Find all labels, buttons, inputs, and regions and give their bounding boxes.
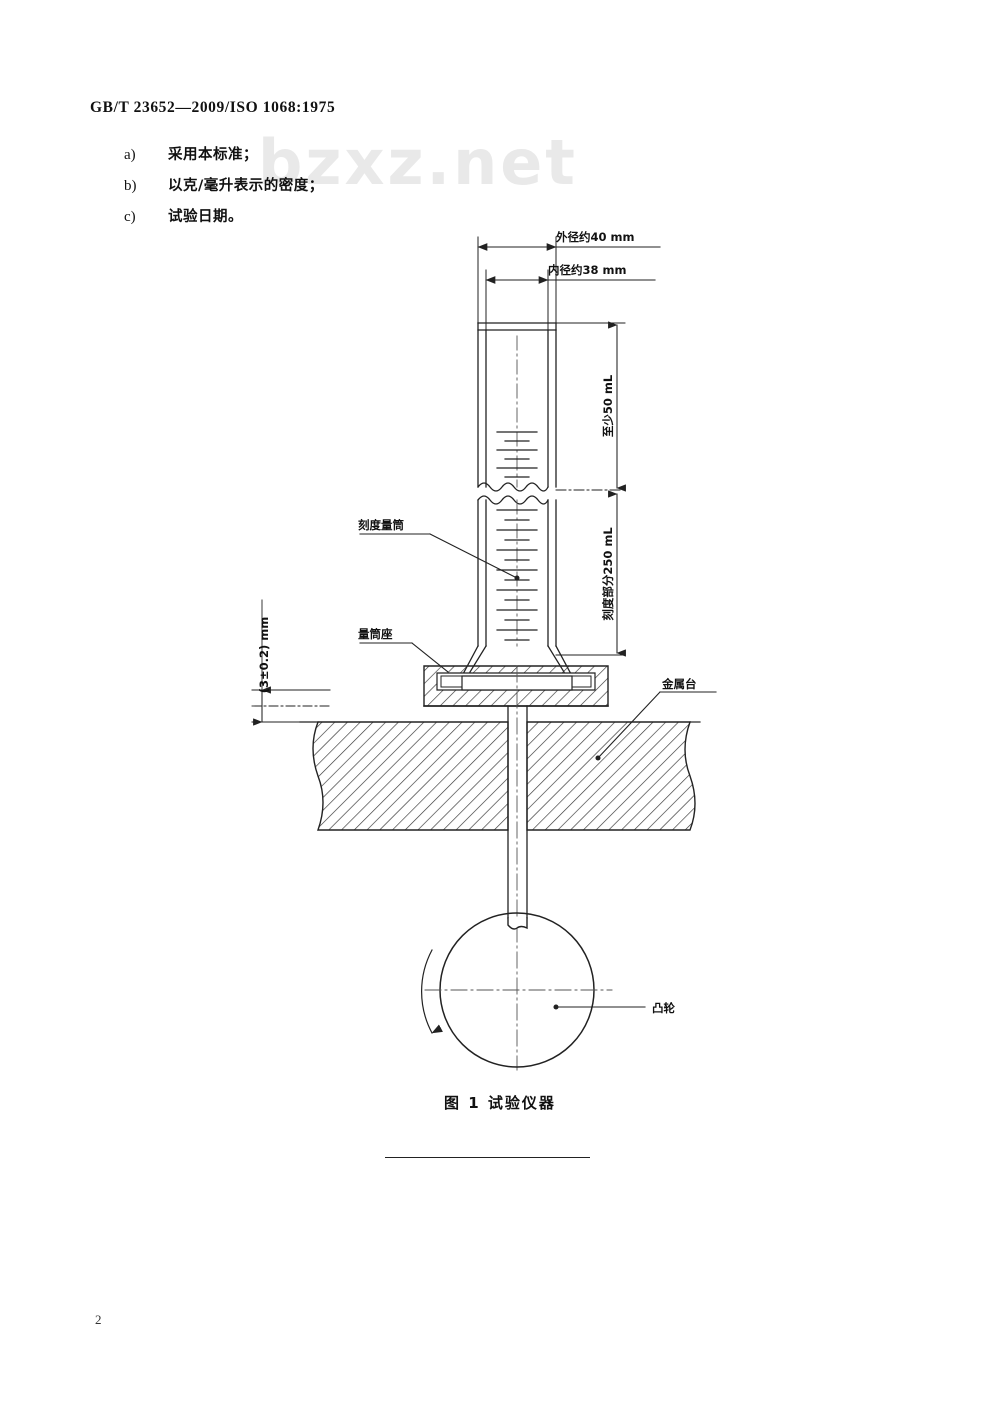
footer-divider [385, 1157, 590, 1158]
list-item: b) 以克/毫升表示的密度； [124, 174, 324, 205]
list-item: c) 试验日期。 [124, 205, 324, 236]
label-cylinder-base: 量筒座 [358, 627, 393, 641]
label-at-least-50ml: 至少50 mL [601, 374, 615, 437]
page-number: 2 [95, 1312, 102, 1327]
label-drop-height: (3±0.2) mm [257, 617, 271, 694]
label-outer-diameter: 外径约40 mm [555, 230, 634, 244]
lettered-list: a) 采用本标准； b) 以克/毫升表示的密度； c) 试验日期。 [124, 143, 324, 236]
figure-caption: 图 1 试验仪器 [444, 1094, 556, 1112]
label-graduated-cylinder: 刻度量筒 [358, 518, 404, 532]
list-item-marker: b) [124, 178, 137, 194]
label-inner-diameter: 内径约38 mm [548, 263, 626, 277]
list-item: a) 采用本标准； [124, 143, 324, 174]
list-item-label: 采用本标准； [168, 147, 258, 163]
label-metal-table: 金属台 [661, 677, 697, 691]
list-item-marker: c) [124, 209, 136, 225]
list-item-marker: a) [124, 147, 136, 163]
label-graduated-250ml: 刻度部分250 mL [601, 527, 615, 621]
list-item-label: 试验日期。 [168, 209, 243, 225]
document-header: GB/T 23652—2009/ISO 1068:1975 [90, 99, 336, 116]
list-item-label: 以克/毫升表示的密度； [168, 178, 324, 194]
label-cam: 凸轮 [652, 1001, 675, 1015]
